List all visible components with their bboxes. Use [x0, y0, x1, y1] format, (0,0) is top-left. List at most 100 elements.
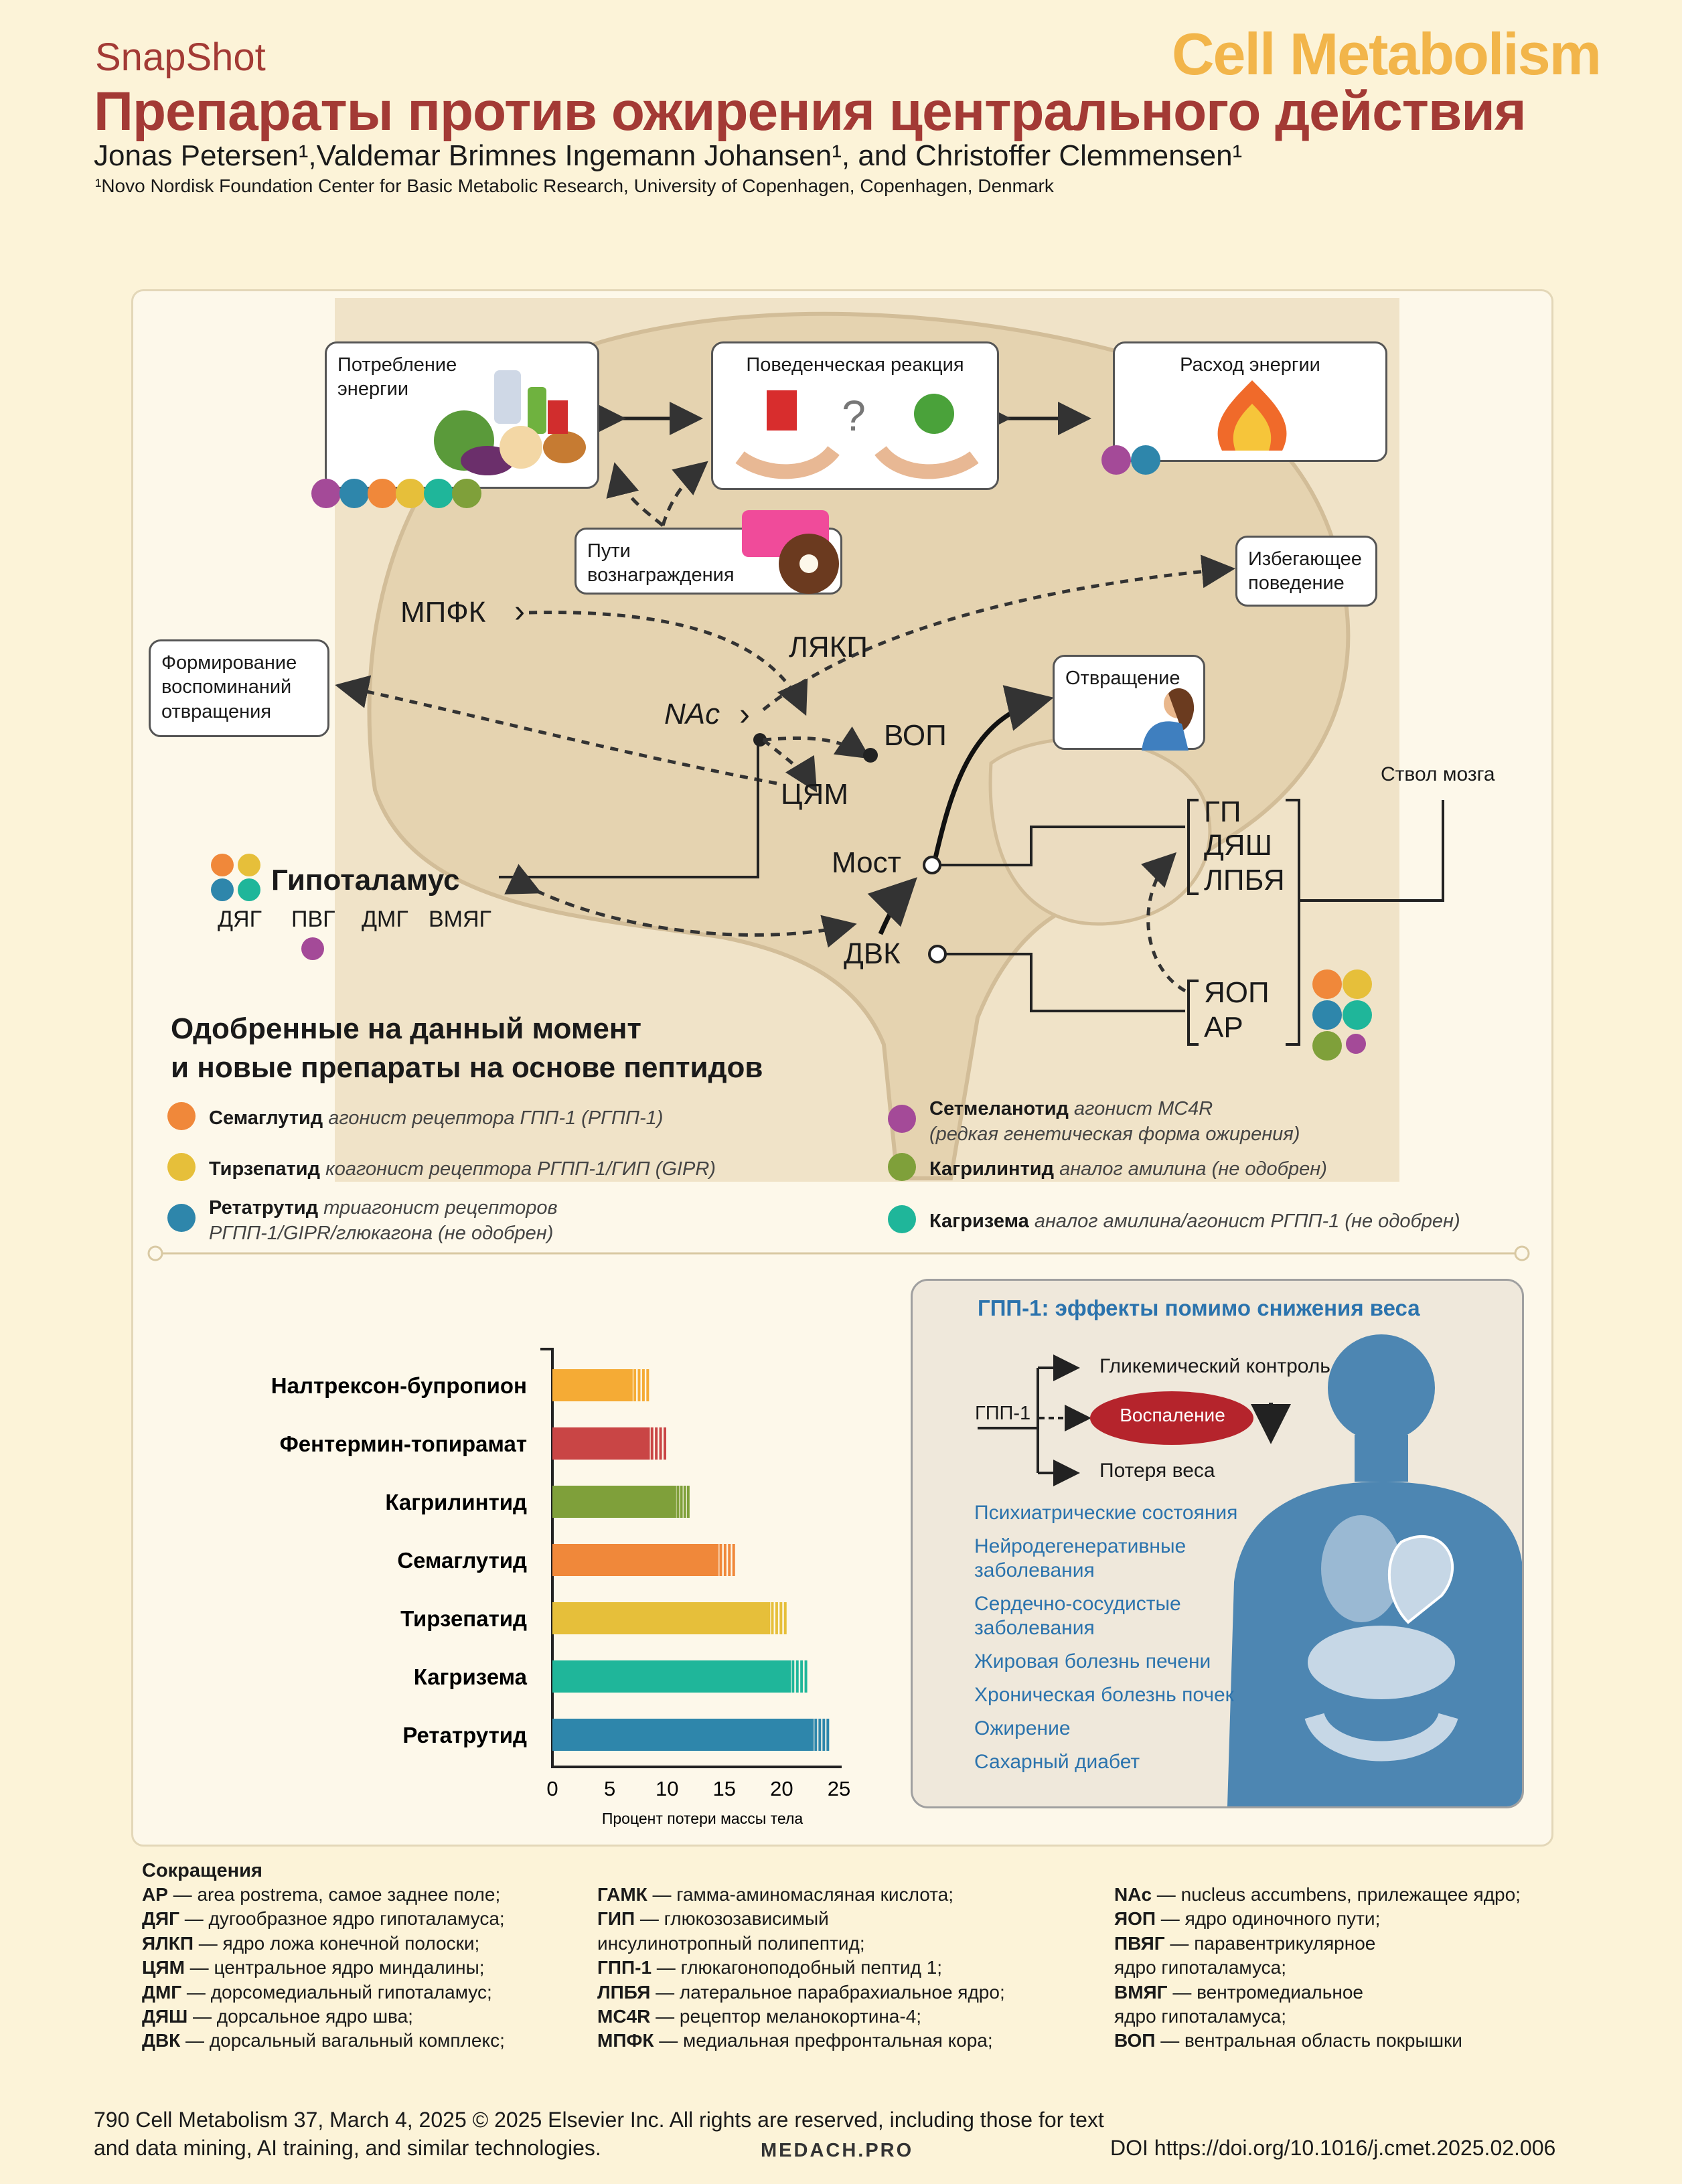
fire-icon	[1202, 377, 1302, 457]
label-bnst: ЛЯКП	[789, 631, 868, 664]
bar-range-stripe	[646, 1369, 649, 1401]
legend-dot	[888, 1105, 916, 1133]
drugs-heading: Одобренные на данный момент и новые преп…	[171, 1010, 763, 1087]
glp1-condition-item: Сердечно-сосудистые заболевания	[974, 1593, 1181, 1639]
journal-logo: Cell Metabolism	[1172, 21, 1602, 87]
bar-label: Семаглутид	[397, 1548, 527, 1573]
bar-range-stripe	[804, 1660, 808, 1693]
expenditure-dot-setmelanotide	[1101, 445, 1131, 475]
abbreviation-entry: ВОП — вентральная область покрышки	[1114, 2030, 1462, 2051]
bar-range-stripe	[728, 1544, 731, 1576]
bar-range-stripe	[723, 1544, 727, 1576]
bar-range-stripe	[775, 1602, 778, 1634]
bar-range-stripe	[822, 1719, 826, 1751]
drug-desc: аналог амилина/агонист РГПП-1 (не одобре…	[1034, 1211, 1460, 1232]
drug-name: Кагрилинтид	[929, 1158, 1055, 1180]
watermark: MEDACH.PRO	[761, 2140, 914, 2161]
energy-intake-label: Потребление энергии	[337, 354, 457, 400]
bar	[552, 1719, 814, 1751]
tick-label: 10	[656, 1777, 678, 1800]
bar-range-stripe	[826, 1719, 830, 1751]
bar-range-stripe	[659, 1427, 662, 1460]
nauseous-person-icon	[1135, 684, 1209, 751]
abbreviations-heading: Сокращения	[142, 1860, 262, 1881]
energy-expenditure-label: Расход энергии	[1180, 354, 1320, 376]
abbreviation-entry: ДМГ — дорсомедиальный гипоталамус;	[142, 1981, 492, 2003]
svg-text:?: ?	[842, 392, 866, 440]
bar-range-stripe	[633, 1369, 637, 1401]
brainstem-label: Ствол мозга	[1381, 763, 1495, 785]
bs-dot-cagrilintide	[1312, 1031, 1342, 1061]
bar-range-stripe	[814, 1719, 818, 1751]
bar	[552, 1427, 650, 1460]
abbreviation-entry: инсулинотропный полипептид;	[597, 1932, 865, 1954]
aversion-label: Отвращение	[1065, 668, 1180, 689]
abbreviation-entry: ядро гипоталамуса;	[1114, 1957, 1286, 1978]
inflammation-label: Воспаление	[1120, 1405, 1225, 1425]
bar-range-stripe	[771, 1602, 774, 1634]
abbreviation-entry: NAc — nucleus accumbens, прилежащее ядро…	[1114, 1884, 1521, 1905]
page-title: Препараты против ожирения центрального д…	[94, 81, 1527, 142]
bar-label: Кагрилинтид	[385, 1490, 527, 1514]
hyp-dot-retatrutide	[211, 878, 234, 901]
affiliation: ¹Novo Nordisk Foundation Center for Basi…	[95, 175, 1054, 196]
bar-range-stripe	[686, 1486, 690, 1518]
bar	[552, 1544, 719, 1576]
hands-choice-icon: ?	[733, 377, 981, 484]
intake-dot-tirzepatide	[396, 479, 425, 508]
doi-link[interactable]: DOI https://doi.org/10.1016/j.cmet.2025.…	[1110, 2136, 1556, 2160]
drug-desc: аналог амилина (не одобрен)	[1059, 1158, 1327, 1180]
bar-range-stripe	[650, 1427, 654, 1460]
legend-dot	[167, 1153, 196, 1181]
avoidance-behavior-label: Избегающее поведение	[1248, 548, 1362, 595]
label-nts: ЯОП	[1204, 976, 1270, 1009]
label-hypothalamus: Гипоталамус	[271, 864, 460, 896]
abbreviation-entry: ГАМК — гамма-аминомасляная кислота;	[597, 1884, 954, 1905]
hyp-dot-cagrisema	[238, 878, 260, 901]
bar-range-stripe	[791, 1660, 795, 1693]
drugs-heading-line1: Одобренные на данный момент	[171, 1012, 641, 1045]
abbreviations-col-1: АР — area postrema, самое заднее поле;ДЯ…	[142, 1883, 505, 2053]
label-lpbn: ЛПБЯ	[1204, 864, 1285, 896]
drug-cagrisema: Кагризема аналог амилина/агонист РГПП-1 …	[888, 1205, 1460, 1235]
bar-range-stripe	[783, 1602, 787, 1634]
bar	[552, 1486, 676, 1518]
bar-range-stripe	[800, 1660, 804, 1693]
body-silhouette-icon	[1227, 1334, 1522, 1806]
label-pbn: ГП	[1204, 795, 1241, 828]
glp1-condition-item: Сахарный диабет	[974, 1751, 1140, 1773]
abbreviation-entry: ЦЯМ — центральное ядро миндалины;	[142, 1957, 485, 1978]
intake-dot-cagrisema	[424, 479, 453, 508]
footer-citation-2: and data mining, AI training, and simila…	[94, 2136, 601, 2160]
abbreviation-entry: ДВК — дорсальный вагальный комплекс;	[142, 2030, 505, 2051]
drug-cagrilintide: Кагрилинтид аналог амилина (не одобрен)	[888, 1153, 1327, 1182]
abbreviation-entry: ЯЛКП — ядро ложа конечной полоски;	[142, 1932, 480, 1954]
bar-range-stripe	[663, 1427, 666, 1460]
chevron-right-icon: ›	[739, 697, 750, 732]
tick-label: 25	[828, 1777, 850, 1800]
label-ap: АР	[1204, 1011, 1243, 1044]
drug-name: Ретатрутид	[209, 1197, 319, 1219]
drug-desc-2: РГПП-1/GIPR/глюкагона (не одобрен)	[209, 1222, 554, 1244]
abbreviation-entry: ДЯГ — дугообразное ядро гипоталамуса;	[142, 1908, 505, 1930]
abbreviation-entry: ДЯШ — дорсальное ядро шва;	[142, 2005, 413, 2027]
intake-dot-semaglutide	[368, 479, 397, 508]
label-vmh: ВМЯГ	[429, 907, 491, 932]
label-nac: NAc	[664, 698, 720, 730]
legend-dot	[167, 1204, 196, 1232]
drug-tirzepatide: Тирзепатид коагонист рецептора РГПП-1/ГИ…	[167, 1153, 716, 1182]
bar-range-stripe	[683, 1486, 686, 1518]
bar	[552, 1602, 771, 1634]
bar-label: Налтрексон-бупропион	[271, 1373, 527, 1398]
tick-label: 0	[546, 1777, 558, 1800]
tick-label: 15	[713, 1777, 736, 1800]
tick-label: 5	[604, 1777, 615, 1800]
drug-desc: триагонист рецепторов	[323, 1197, 558, 1219]
glp1-source-label: ГПП-1	[975, 1403, 1031, 1424]
label-drn: ДЯШ	[1204, 829, 1272, 862]
drug-semaglutide: Семаглутид агонист рецептора ГПП-1 (РГПП…	[167, 1102, 663, 1132]
aversion-memory-label: Формирование воспоминаний отвращения	[161, 652, 297, 722]
legend-dot	[167, 1102, 196, 1130]
